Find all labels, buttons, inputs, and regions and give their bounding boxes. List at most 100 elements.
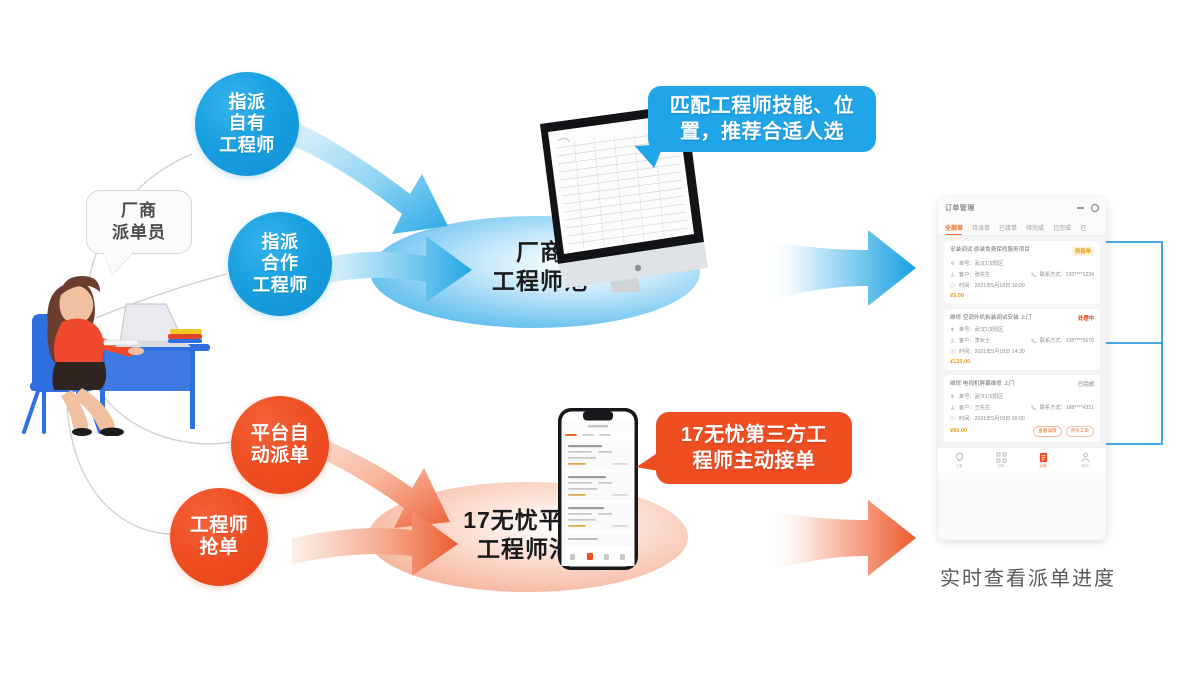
order-row-text: 联系方式：135****5678 — [1039, 338, 1094, 345]
order-header: 维修 电视机屏幕维修 上门 已完成 — [950, 380, 1094, 388]
qr-grid-icon — [995, 452, 1007, 463]
order-row-text: 时间：2021年5月19日 09:00 — [959, 415, 1025, 422]
node-line-1: 指派 — [228, 92, 266, 113]
order-list: 安装调试 原装免费保修服务项目 待接单 单号：武汉1汉阳区 客户：张先生 联系方… — [938, 236, 1106, 447]
order-detail-row: 时间：2021年5月18日 10:00 — [950, 282, 1094, 289]
nav-item-worksheet[interactable]: 工单 — [954, 452, 965, 469]
order-status-badge: 处理中 — [1077, 316, 1094, 322]
order-price: ¥120.00 — [950, 359, 971, 366]
node-engineer-grab-order[interactable]: 工程师 抢单 — [170, 488, 268, 586]
node-line-1: 平台自 — [250, 422, 310, 444]
order-footer: ¥80.00 查看详情 评价工单 — [950, 425, 1094, 437]
order-title: 维修 空调外机拆装调试安装 上门 — [950, 315, 1032, 321]
node-line-2: 动派单 — [250, 445, 310, 466]
callout-line-1: 匹配工程师技能、位 — [669, 95, 855, 117]
bubble-line-2: 派单员 — [112, 223, 166, 242]
order-row-text: 客户：张先生 — [959, 272, 991, 278]
app-logo: 订单管理 — [945, 205, 975, 212]
node-assign-partner-engineer[interactable]: 指派 合作 工程师 — [228, 212, 332, 316]
app-bottom-nav[interactable]: 工单 扫码 派单 — [938, 446, 1106, 473]
panel-caption: 实时查看派单进度 — [940, 568, 1116, 590]
order-management-panel[interactable]: 订单管理 全部单 待派单 已接单 待完成 已完成 已 安装调试 原装免费保修服务… — [938, 198, 1106, 540]
nav-item-scan[interactable]: 扫码 — [995, 452, 1007, 469]
order-price: ¥5.00 — [950, 293, 964, 299]
order-title: 安装调试 原装免费保修服务项目 — [950, 247, 1030, 253]
gear-icon[interactable] — [1091, 204, 1099, 212]
window-controls[interactable] — [1077, 204, 1099, 212]
order-detail-row: 时间：2021年5月19日 09:00 — [950, 415, 1094, 422]
order-detail-row: 单号：武汉1汉阳区 — [950, 260, 1094, 267]
bubble-line-1: 厂商 — [121, 200, 157, 220]
tab-completed[interactable]: 已完成 — [1053, 226, 1072, 232]
callout-line-2: 程师主动接单 — [692, 450, 816, 472]
order-title: 维修 电视机屏幕维修 上门 — [950, 381, 1015, 388]
blue-output-arrow — [764, 230, 916, 306]
node-platform-auto-dispatch[interactable]: 平台自 动派单 — [231, 396, 329, 494]
order-status-badge: 已完成 — [1077, 382, 1094, 389]
node-line-2: 抢单 — [199, 537, 239, 558]
tab-all-orders[interactable]: 全部单 — [945, 223, 963, 236]
order-header: 安装调试 原装免费保修服务项目 待接单 — [950, 246, 1094, 256]
node-assign-own-engineer[interactable]: 指派 自有 工程师 — [195, 72, 299, 176]
order-card[interactable]: 安装调试 原装免费保修服务项目 待接单 单号：武汉1汉阳区 客户：张先生 联系方… — [944, 241, 1100, 304]
node-line-3: 工程师 — [252, 274, 308, 295]
rate-order-button[interactable]: 评价工单 — [1065, 425, 1094, 437]
tab-accepted[interactable]: 已接单 — [999, 226, 1018, 232]
order-status-badge: 待接单 — [1071, 246, 1094, 256]
phone-icon — [1031, 339, 1036, 344]
node-line-1: 工程师 — [189, 514, 249, 536]
panel-connector-bracket — [1096, 241, 1163, 445]
order-header: 维修 空调外机拆装调试安装 上门 处理中 — [950, 314, 1094, 322]
order-detail-row: 客户：李女士 联系方式：135****5678 — [950, 337, 1094, 344]
node-line-2: 自有 — [228, 113, 266, 134]
nav-label: 我的 — [1081, 463, 1089, 468]
lightbulb-icon — [955, 452, 963, 462]
smartphone — [556, 406, 640, 572]
order-row-text: 客户：李女士 — [959, 338, 991, 345]
location-icon — [951, 261, 954, 266]
nav-item-profile[interactable]: 我的 — [1080, 452, 1091, 469]
order-detail-row: 单号：武汉1汉阳区 — [950, 326, 1094, 333]
location-icon — [951, 327, 954, 332]
nav-label: 工单 — [955, 463, 963, 468]
order-card[interactable]: 维修 空调外机拆装调试安装 上门 处理中 单号：武汉1汉阳区 客户：李女士 联系… — [944, 309, 1100, 371]
vendor-dispatcher-bubble: 厂商 派单员 — [86, 190, 192, 275]
callout-third-party-accept: 17无忧第三方工 程师主动接单 — [633, 412, 852, 484]
nav-label: 扫码 — [997, 463, 1005, 468]
order-price: ¥80.00 — [950, 428, 968, 435]
order-card[interactable]: 维修 电视机屏幕维修 上门 已完成 单号：武汉1汉阳区 客户：王先生 联系方式：… — [944, 375, 1100, 442]
clock-icon — [950, 349, 955, 355]
callout-match-engineer: 匹配工程师技能、位 置，推荐合适人选 — [630, 86, 876, 168]
orange-output-arrow — [764, 500, 916, 576]
callout-tail — [633, 449, 669, 479]
app-titlebar: 订单管理 — [938, 198, 1106, 218]
nav-item-dispatch[interactable]: 派单 — [1038, 452, 1049, 469]
order-detail-row: 时间：2021年5月18日 14:30 — [950, 348, 1094, 355]
order-row-text: 时间：2021年5月18日 10:00 — [959, 283, 1025, 289]
user-icon — [950, 338, 955, 343]
order-row-text: 联系方式：188****4321 — [1039, 404, 1094, 411]
clock-icon — [950, 283, 955, 288]
order-detail-row: 单号：武汉1汉阳区 — [950, 393, 1094, 400]
order-row-text: 单号：武汉1汉阳区 — [959, 393, 1004, 400]
location-icon — [951, 394, 954, 399]
order-detail-row: 客户：王先生 联系方式：188****4321 — [950, 404, 1094, 411]
node-line-2: 合作 — [261, 253, 299, 274]
tab-more[interactable]: 已 — [1080, 226, 1087, 232]
callout-line-1: 17无忧第三方工 — [680, 424, 828, 446]
bubble-tail — [103, 251, 134, 275]
pool-label-line-2: 工程师池 — [477, 535, 573, 562]
tab-pending-dispatch[interactable]: 待派单 — [972, 226, 991, 232]
user-icon — [950, 405, 955, 410]
minimize-icon[interactable] — [1077, 207, 1084, 209]
order-detail-row: 客户：张先生 联系方式：133****1234 — [950, 271, 1094, 278]
person-icon — [1081, 452, 1089, 462]
order-row-text: 单号：武汉1汉阳区 — [959, 261, 1004, 267]
blue-flow-arrows — [284, 118, 472, 302]
app-tab-bar[interactable]: 全部单 待派单 已接单 待完成 已完成 已 — [938, 218, 1106, 236]
nav-label: 派单 — [1039, 463, 1047, 468]
tab-to-complete[interactable]: 待完成 — [1026, 226, 1045, 232]
order-actions[interactable]: 查看详情 评价工单 — [1033, 425, 1094, 437]
view-detail-button[interactable]: 查看详情 — [1033, 425, 1062, 437]
